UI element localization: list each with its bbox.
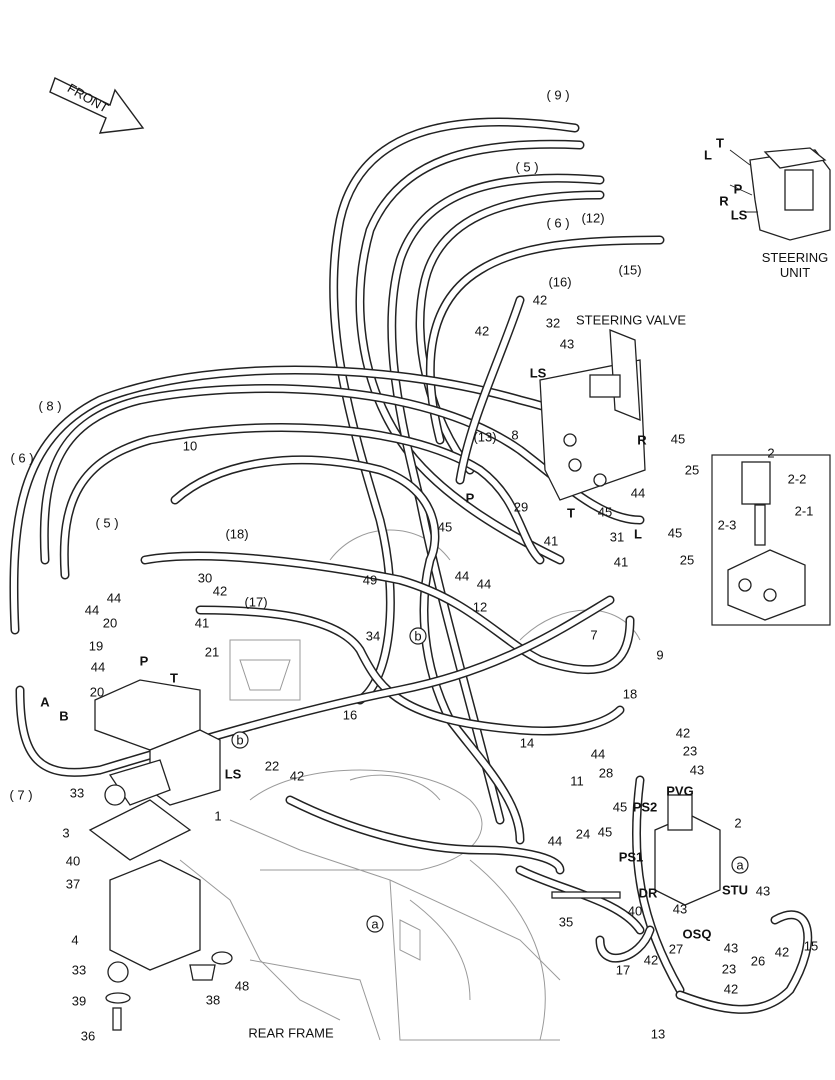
bracket: [88, 784, 233, 1031]
priority-valve: [551, 794, 721, 906]
background-structure: [179, 529, 641, 1041]
circle-markers: [231, 627, 749, 933]
inset-box: [711, 454, 831, 626]
front-arrow: [49, 77, 145, 134]
steering-unit: [729, 147, 831, 241]
steering-valve: [539, 329, 646, 501]
